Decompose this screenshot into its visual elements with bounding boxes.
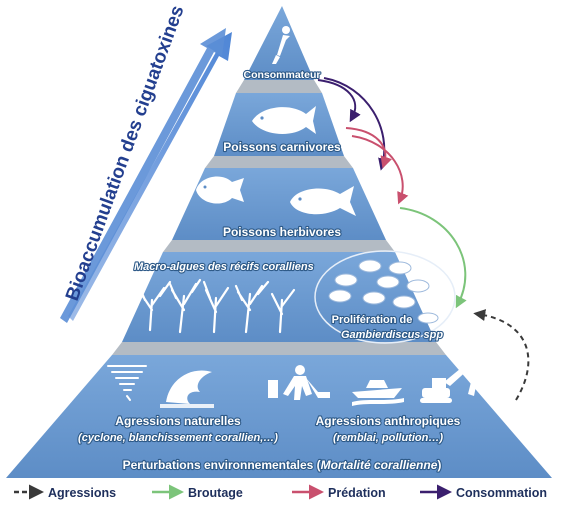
predation-arrow-1	[345, 127, 392, 169]
excavator-icon	[420, 364, 478, 403]
label-proliferation-1: Prolifération de	[332, 314, 413, 326]
legend-label-agressions: Agressions	[48, 486, 116, 500]
label-herbivores: Poissons herbivores	[223, 225, 341, 239]
worker-icon	[268, 365, 330, 400]
dinoflagellate-icon	[328, 259, 439, 324]
wave-icon	[160, 370, 214, 408]
label-agressions-anthropiques-detail: (remblai, pollution…)	[333, 432, 443, 444]
trophic-arrows	[317, 77, 530, 401]
tang-fish-icon	[196, 176, 244, 204]
diver-icon	[272, 26, 290, 64]
tier-consommateur	[244, 6, 314, 80]
consommation-arrow-2	[323, 77, 390, 171]
parrotfish-icon	[290, 186, 356, 216]
label-agressions-anthropiques: Agressions anthropiques	[316, 414, 461, 428]
legend-label-broutage: Broutage	[188, 486, 243, 500]
cyclone-icon	[107, 365, 147, 401]
fish-icon	[252, 106, 316, 134]
legend-label-predation: Prédation	[328, 486, 386, 500]
label-proliferation-2: Gambierdiscus spp	[341, 329, 443, 341]
legend: Agressions Broutage Prédation Consommati…	[14, 484, 547, 500]
consommation-arrow-1	[317, 79, 361, 123]
perturbations-italic: Mortalité corallienne	[321, 458, 438, 472]
coral-icon	[136, 278, 296, 334]
label-perturbations: Perturbations environnementales (Mortali…	[123, 458, 442, 472]
pyramid-separators	[112, 80, 446, 355]
gambierdiscus-circle	[314, 250, 456, 344]
predation-arrow-2	[351, 135, 409, 205]
legend-item-broutage: Broutage	[152, 484, 243, 500]
label-agressions-naturelles-detail: (cyclone, blanchissement corallien,…)	[78, 432, 278, 444]
perturbations-suffix: )	[437, 458, 441, 472]
tier-perturbations	[6, 355, 552, 478]
legend-item-agressions: Agressions	[14, 484, 116, 500]
boat-icon	[352, 380, 404, 406]
label-agressions-naturelles: Agressions naturelles	[115, 414, 241, 428]
label-consommateur: Consommateur	[243, 69, 320, 81]
bioaccumulation-arrow	[60, 28, 232, 323]
label-macroalgues: Macro-algues des récifs coralliens	[134, 261, 314, 273]
agressions-arrow	[473, 309, 530, 401]
label-carnivores: Poissons carnivores	[223, 140, 341, 154]
broutage-arrow	[399, 207, 467, 309]
perturbations-prefix: Perturbations environnementales (	[123, 458, 321, 472]
legend-item-consommation: Consommation	[420, 484, 547, 500]
tier-macroalgues	[122, 252, 436, 342]
legend-item-predation: Prédation	[292, 484, 386, 500]
legend-label-consommation: Consommation	[456, 486, 547, 500]
